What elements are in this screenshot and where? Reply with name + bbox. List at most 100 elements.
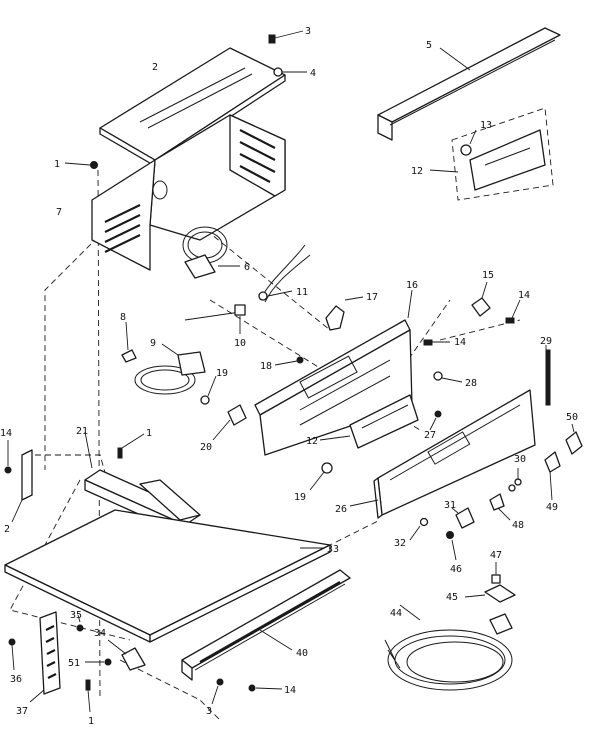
screw-3-top	[268, 30, 304, 44]
part-36-screw	[8, 638, 16, 671]
callout-48: 48	[512, 520, 524, 531]
part-47-fitting	[491, 562, 501, 584]
callout-12-top: 12	[411, 166, 423, 177]
screw-1-bottom	[85, 679, 91, 713]
callout-45: 45	[446, 592, 458, 603]
part-20-bracket	[212, 404, 247, 441]
callout-19-upper: 19	[216, 368, 228, 379]
part-30-grommet	[508, 468, 522, 492]
callout-26: 26	[335, 504, 347, 515]
callout-5: 5	[426, 40, 432, 51]
part-8-bracket	[121, 321, 137, 363]
screw-14-bottom	[248, 684, 283, 692]
callout-7: 7	[56, 207, 62, 218]
part-2-side-bracket	[11, 449, 33, 523]
callout-14-left: 14	[0, 428, 12, 439]
part-33-bottom-plate	[4, 509, 331, 643]
part-44-power-cord	[384, 604, 513, 691]
callout-6: 6	[244, 262, 250, 273]
callout-29: 29	[540, 336, 552, 347]
callout-31: 31	[444, 500, 456, 511]
callout-50: 50	[566, 412, 578, 423]
screw-1-middle	[117, 433, 145, 459]
callout-33: 33	[327, 544, 339, 555]
part-11-wire-harness	[258, 244, 311, 303]
callout-40: 40	[296, 648, 308, 659]
callout-30: 30	[514, 454, 526, 465]
callout-46: 46	[450, 564, 462, 575]
part-19-spacer-lower	[309, 462, 333, 491]
part-37-vent-strip	[29, 611, 61, 703]
part-34-clip	[107, 639, 146, 671]
callout-14-right: 14	[518, 290, 530, 301]
part-49-knob	[544, 451, 561, 501]
part-15-knob-bracket	[471, 281, 491, 317]
callout-34: 34	[94, 628, 106, 639]
callout-16: 16	[406, 280, 418, 291]
callout-12-middle: 12	[306, 436, 318, 447]
callout-8: 8	[120, 312, 126, 323]
callout-11: 11	[296, 287, 308, 298]
callout-14-middle: 14	[454, 337, 466, 348]
part-31-handle	[451, 507, 475, 529]
callout-49: 49	[546, 502, 558, 513]
part-35-plug	[76, 614, 84, 632]
part-45-bracket	[464, 584, 516, 603]
callout-18: 18	[260, 361, 272, 372]
callout-2-top: 2	[152, 62, 158, 73]
part-19-spacer-upper	[200, 375, 217, 405]
callout-1-bottom: 1	[88, 716, 94, 727]
inset-box-12-13	[429, 107, 554, 201]
screw-14-middle	[423, 339, 450, 346]
callout-20: 20	[200, 442, 212, 453]
part-28-knob	[433, 371, 463, 383]
screw-14-right	[505, 299, 521, 324]
part-18-plug	[274, 356, 304, 366]
callout-17: 17	[366, 292, 378, 303]
callout-9: 9	[150, 338, 156, 349]
screw-3-bottom	[211, 678, 224, 705]
part-9-thermostat	[134, 343, 206, 395]
part-6-heater-element	[182, 226, 240, 279]
callout-47: 47	[490, 550, 502, 561]
callout-36: 36	[10, 674, 22, 685]
callout-28: 28	[465, 378, 477, 389]
part-7-rear-housing	[91, 114, 286, 271]
callout-37: 37	[16, 706, 28, 717]
callout-3-top: 3	[305, 26, 311, 37]
callout-44: 44	[390, 608, 402, 619]
washer-4	[273, 67, 307, 77]
part-48-cap	[489, 493, 511, 521]
callout-4: 4	[310, 68, 316, 79]
callout-32: 32	[394, 538, 406, 549]
callout-19-lower: 19	[294, 492, 306, 503]
part-40-slide-rail	[181, 569, 351, 681]
part-10-connector	[184, 304, 246, 334]
callout-10: 10	[234, 338, 246, 349]
callout-27: 27	[424, 430, 436, 441]
part-51-screw	[85, 658, 112, 666]
screw-1-top	[64, 161, 98, 169]
part-50-knob	[565, 423, 583, 455]
callout-1-top: 1	[54, 159, 60, 170]
callout-2-left: 2	[4, 524, 10, 535]
part-27-screw	[429, 410, 442, 431]
callout-21: 21	[76, 426, 88, 437]
callout-51: 51	[68, 658, 80, 669]
part-17-clip	[325, 296, 364, 331]
part-26-front-panel	[349, 389, 536, 519]
callout-13: 13	[480, 120, 492, 131]
callout-3-bottom: 3	[206, 706, 212, 717]
part-46-nut	[446, 531, 457, 561]
part-5-rail-strip	[377, 27, 561, 141]
part-12-switch-plate	[319, 394, 419, 449]
callout-labels: 3 2 4 5 13 12 1 7 6 11 17 16 15 14 8 10 …	[0, 26, 578, 727]
part-29-probe	[545, 345, 551, 406]
callout-15: 15	[482, 270, 494, 281]
part-32-screw	[409, 517, 429, 541]
callout-35: 35	[70, 610, 82, 621]
callout-1-middle: 1	[146, 428, 152, 439]
callout-14-bottom: 14	[284, 685, 296, 696]
screw-14-left	[4, 440, 12, 474]
